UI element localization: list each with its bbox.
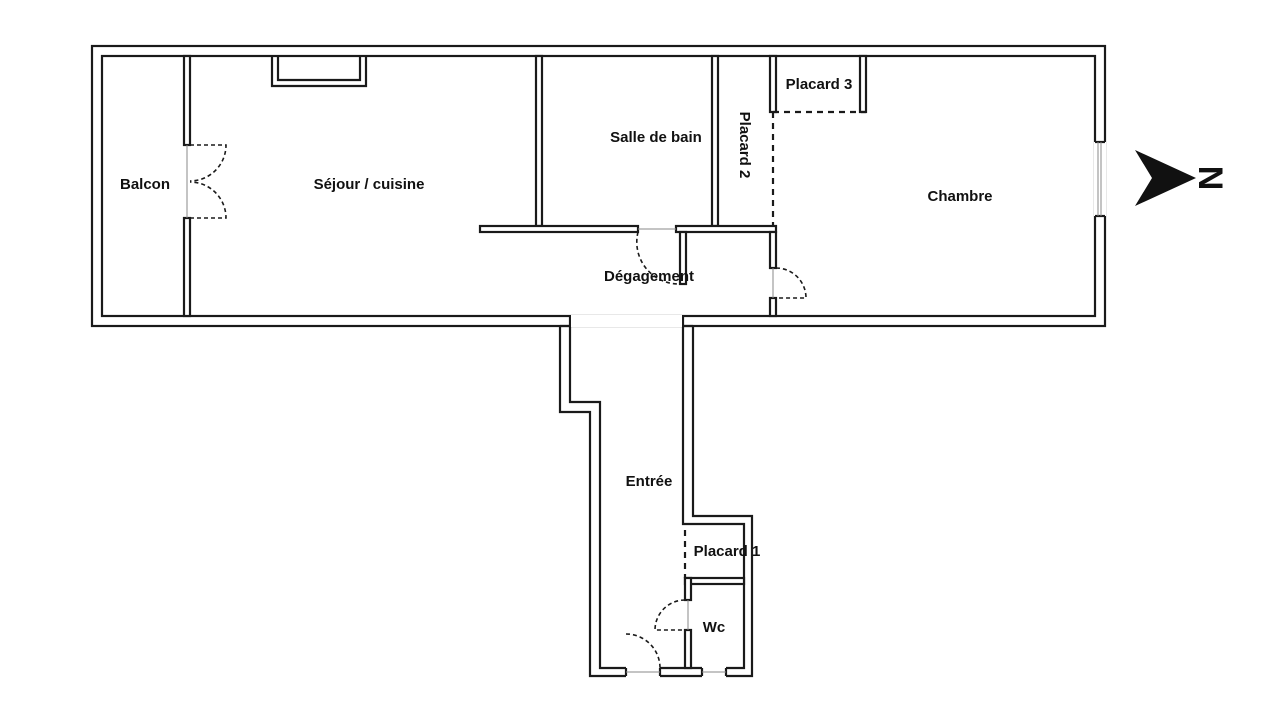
room-label-sejour: Séjour / cuisine (314, 176, 425, 193)
room-label-balcon: Balcon (120, 176, 170, 193)
room-label-chambre: Chambre (927, 188, 992, 205)
door-swings (189, 144, 807, 669)
compass: N (1135, 150, 1229, 206)
closet-fronts (771, 110, 866, 226)
interior-walls (182, 54, 868, 670)
room-label-placard-1: Placard 1 (694, 543, 761, 560)
room-label-salle-de-bain: Salle de bain (610, 129, 702, 146)
entrance-walls (558, 315, 754, 678)
compass-north-letter: N (1191, 166, 1229, 191)
openings (624, 140, 1106, 678)
room-labels: Balcon Séjour / cuisine Salle de bain Pl… (120, 76, 993, 636)
north-arrow-icon (1135, 150, 1196, 206)
room-label-entree: Entrée (626, 473, 673, 490)
room-label-placard-2: Placard 2 (736, 112, 753, 179)
outer-walls (90, 44, 1107, 328)
room-label-wc: Wc (703, 619, 726, 636)
room-label-placard-3: Placard 3 (786, 76, 853, 93)
room-label-degagement: Dégagement (604, 268, 694, 285)
